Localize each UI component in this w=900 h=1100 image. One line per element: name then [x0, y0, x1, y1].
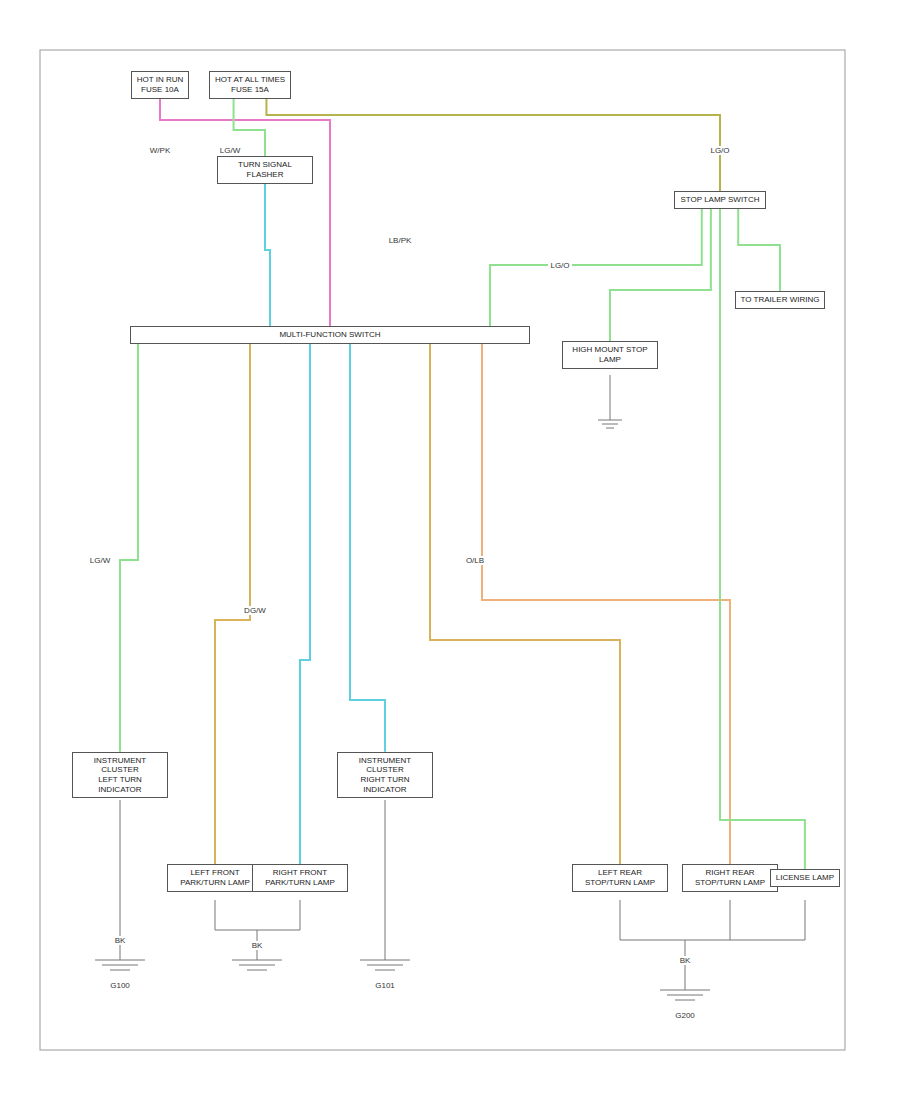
wire-label: BK [250, 941, 265, 950]
component-name: LEFT REAR STOP/TURN LAMP [578, 868, 662, 887]
wire [265, 184, 270, 327]
wire-label: LB/PK [387, 236, 414, 245]
wire [160, 99, 330, 327]
wire-label: LG/W [218, 146, 242, 155]
component-name: STOP LAMP SWITCH [680, 195, 759, 205]
component-name: LICENSE LAMP [776, 873, 834, 883]
wire-label: LG/O [708, 146, 731, 155]
wire [738, 209, 780, 291]
switch-band: MULTI-FUNCTION SWITCH [130, 326, 530, 344]
wire-label: G100 [108, 981, 132, 990]
component-box: LICENSE LAMP [770, 869, 840, 887]
wire-label: BK [678, 956, 693, 965]
wire [610, 209, 711, 342]
component-name: MULTI-FUNCTION SWITCH [136, 330, 524, 340]
component-box: TURN SIGNAL FLASHER [217, 156, 313, 183]
component-box: RIGHT FRONT PARK/TURN LAMP [252, 864, 348, 891]
wire-label: W/PK [148, 146, 172, 155]
component-name: RIGHT TURN INDICATOR [343, 775, 427, 794]
wire [266, 99, 720, 192]
component-box: LEFT REAR STOP/TURN LAMP [572, 864, 668, 891]
component-name: RIGHT FRONT PARK/TURN LAMP [258, 868, 342, 887]
component-box: STOP LAMP SWITCH [674, 191, 765, 209]
component-box: INSTRUMENT CLUSTERRIGHT TURN INDICATOR [337, 752, 433, 798]
component-name: HOT IN RUN [137, 75, 184, 85]
wire-label: G101 [373, 981, 397, 990]
wire [490, 209, 702, 326]
wire-label: BK [113, 936, 128, 945]
wire [120, 344, 138, 752]
component-name: RIGHT REAR STOP/TURN LAMP [688, 868, 772, 887]
component-name: HIGH MOUNT STOP LAMP [568, 345, 652, 364]
component-name: INSTRUMENT CLUSTER [78, 756, 162, 775]
component-box: LEFT FRONT PARK/TURN LAMP [167, 864, 263, 891]
wire-label: LG/O [548, 261, 571, 270]
component-name: INSTRUMENT CLUSTER [343, 756, 427, 775]
wire-label: DG/W [242, 606, 268, 615]
ground-wires [95, 375, 805, 1000]
wire-label: G200 [673, 1011, 697, 1020]
component-name: LEFT TURN INDICATOR [78, 775, 162, 794]
component-box: INSTRUMENT CLUSTERLEFT TURN INDICATOR [72, 752, 168, 798]
component-box: HOT IN RUNFUSE 10A [131, 71, 190, 98]
wire [430, 344, 620, 865]
component-name: HOT AT ALL TIMES [215, 75, 285, 85]
wire [482, 344, 730, 865]
component-name: LEFT FRONT PARK/TURN LAMP [173, 868, 257, 887]
component-name: FUSE 15A [215, 85, 285, 95]
component-box: HIGH MOUNT STOP LAMP [562, 341, 658, 368]
component-box: RIGHT REAR STOP/TURN LAMP [682, 864, 778, 891]
wire-label: LG/W [88, 556, 112, 565]
component-name: TO TRAILER WIRING [741, 295, 820, 305]
wire [300, 344, 310, 865]
frame [40, 50, 845, 1050]
wire [215, 344, 250, 865]
component-box: HOT AT ALL TIMESFUSE 15A [209, 71, 291, 98]
wire-label: O/LB [464, 556, 486, 565]
component-box: TO TRAILER WIRING [735, 291, 826, 309]
component-name: FUSE 10A [137, 85, 184, 95]
wire [350, 344, 385, 752]
component-name: TURN SIGNAL FLASHER [223, 160, 307, 179]
